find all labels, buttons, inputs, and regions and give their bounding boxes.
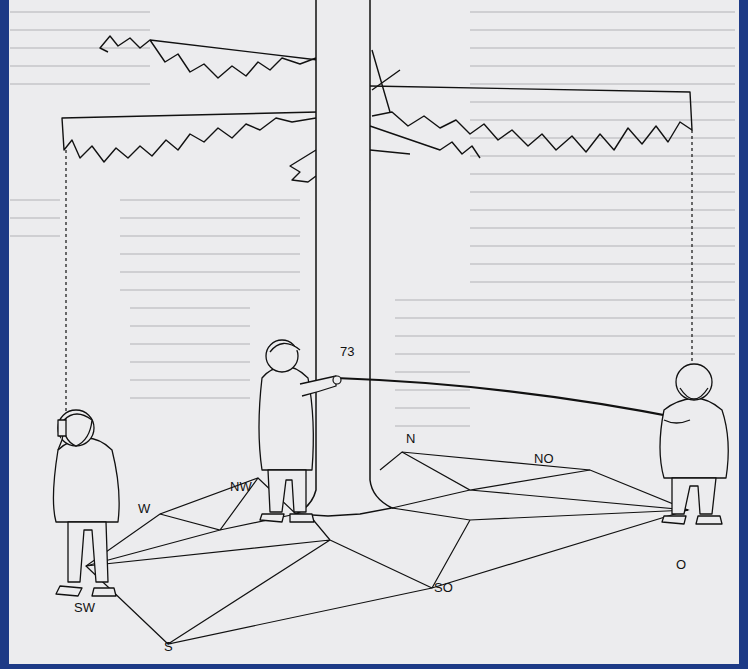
plumb-line [66,130,692,420]
compass-direction: NW [230,480,252,493]
compass-direction: S [164,640,173,653]
tree-crown [62,36,692,206]
compass-direction: NO [534,452,554,465]
paper-background [9,0,739,664]
compass-direction: SW [74,601,95,614]
faint-background-text [10,12,735,426]
compass-direction: W [138,502,150,515]
person-middle [259,340,336,522]
tape-reel [333,376,341,384]
person-left [53,410,119,596]
tape-reading: 73 [340,345,354,358]
compass-direction: O [676,558,686,571]
crown-projection-polygon [86,452,688,644]
person-right [660,364,728,524]
compass-direction: N [406,432,415,445]
measuring-tape [336,378,690,420]
compass-direction: SO [434,581,453,594]
